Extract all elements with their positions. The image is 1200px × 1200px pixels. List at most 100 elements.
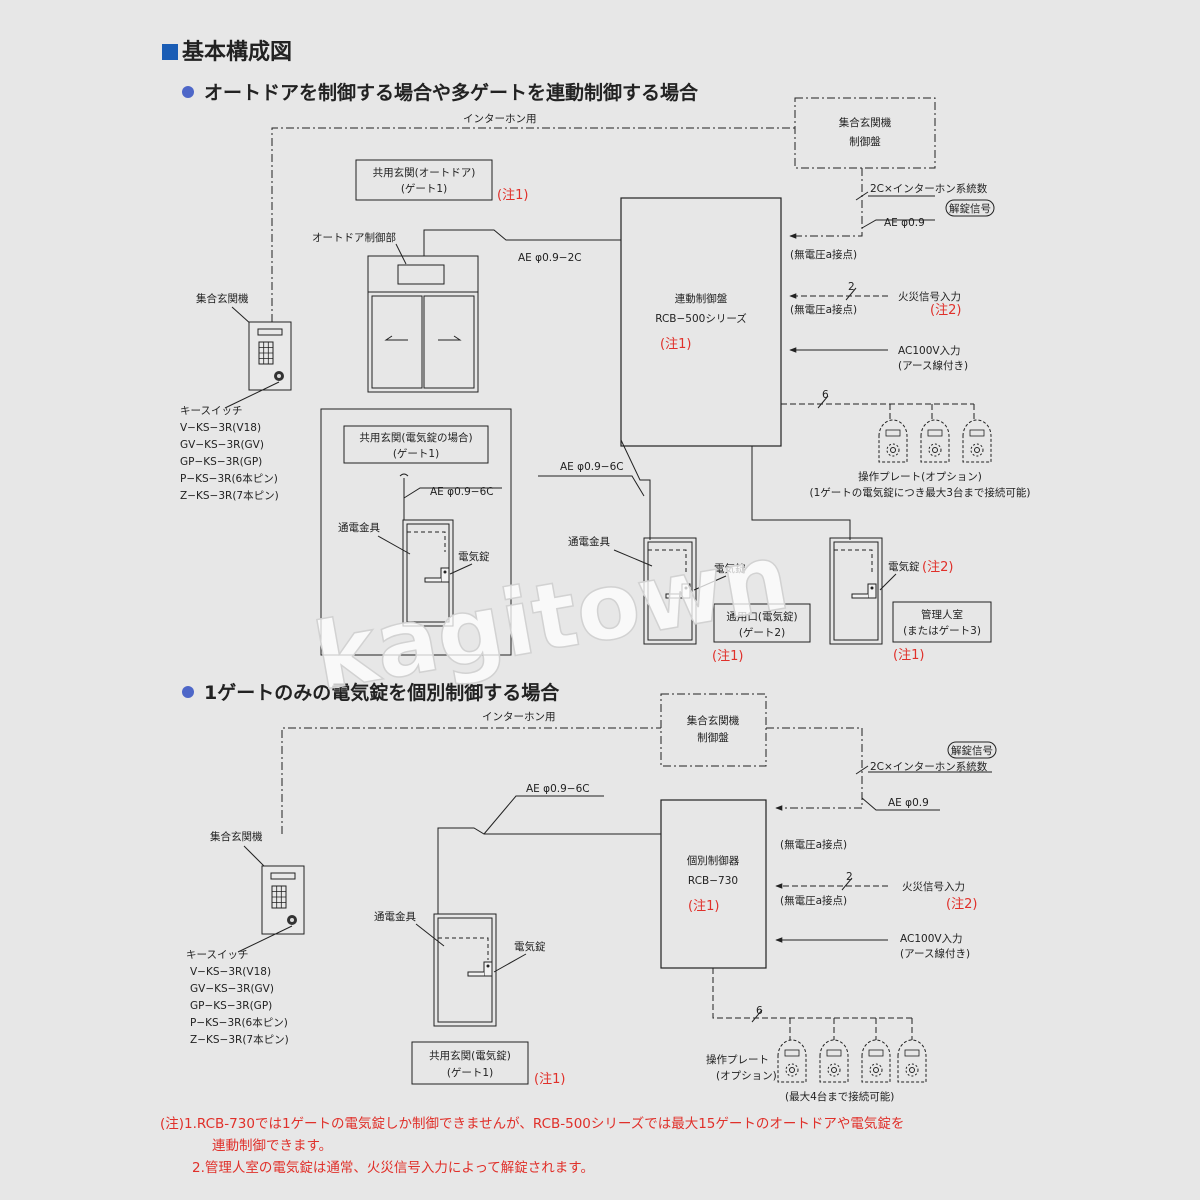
- op-plate-icon: [878, 419, 908, 463]
- ae09-label: AE φ0.9: [888, 797, 929, 809]
- strike-label: 通電金具: [338, 521, 380, 534]
- unlock-signal-badge: [947, 741, 997, 759]
- fire-note2: (注2): [930, 303, 961, 318]
- fire-note2: (注2): [946, 897, 977, 912]
- title-square-icon: [162, 44, 178, 60]
- key-switch-item: GP−KS−3R(GP): [180, 456, 262, 468]
- section1-title-text: オートドアを制御する場合や多ゲートを連動制御する場合: [204, 82, 699, 104]
- gate1-note: (注1): [534, 1072, 565, 1087]
- lock-note2: (注2): [922, 560, 953, 575]
- op-plate-option: (オプション): [716, 1070, 777, 1082]
- strike-label: 通電金具: [568, 535, 610, 548]
- ac-input-label: AC100V入力: [900, 932, 963, 945]
- op-plate-label: 操作プレート(オプション): [858, 470, 982, 483]
- key-switch-item: V−KS−3R(V18): [180, 422, 261, 434]
- intercom-line: [281, 727, 661, 834]
- auto-door-label: 共用玄関(オートドア): [373, 166, 476, 179]
- intercom-line-label: インターホン用: [482, 711, 556, 723]
- page-title: 基本構成図: [162, 34, 292, 66]
- building-control-panel: 集合玄関機 制御盤: [794, 97, 936, 169]
- e-lock-icon: [424, 567, 450, 583]
- op-wire-count: 6: [756, 1005, 763, 1017]
- gate2-cable: [620, 439, 651, 540]
- e-lock-label: 電気錠: [888, 560, 920, 573]
- intercom-unit-label: 集合玄関機: [196, 292, 249, 305]
- fire-input-label: 火災信号入力: [902, 880, 965, 893]
- auto-door-gate1: 共用玄関(オートドア) (ゲート1) (注1) オートドア制御部: [312, 159, 528, 393]
- dry-contact-label-1: (無電圧a接点): [790, 248, 857, 261]
- intercom-unit: [261, 865, 305, 935]
- panel-cable-label: 2C×インターホン系統数: [870, 182, 988, 195]
- ae09-label: AE φ0.9: [884, 217, 925, 229]
- dry-contact-label-2: (無電圧a接点): [790, 303, 857, 316]
- panel-to-controller-line: [766, 727, 863, 811]
- e-lock-label: 電気錠: [714, 562, 746, 575]
- intercom-unit: [248, 321, 292, 391]
- interlock-controller: 連動制御盤 RCB−500シリーズ (注1): [620, 197, 782, 447]
- op-plate-icon: [920, 419, 950, 463]
- dry-contact-label-2: (無電圧a接点): [780, 894, 847, 907]
- door-cable-label: AE φ0.9−6C: [526, 783, 590, 795]
- key-switch-title: キースイッチ: [180, 405, 242, 417]
- page-title-text: 基本構成図: [182, 40, 293, 65]
- key-switch-item: P−KS−3R(6本ピン): [180, 472, 278, 485]
- gate2-note: (注1): [712, 649, 743, 664]
- bullet-icon: [182, 686, 194, 698]
- key-switch-item: P−KS−3R(6本ピン): [190, 1016, 288, 1029]
- panel-cable-label: 2C×インターホン系統数: [870, 760, 988, 773]
- section1-diagram: インターホン用 集合玄関機 制御盤 2C×インターホン系統数 解錠信号 AE φ…: [180, 97, 1031, 664]
- panel-label-2: 制御盤: [697, 731, 729, 744]
- gate1-id: (ゲート1): [447, 1067, 493, 1079]
- intercom-unit-label: 集合玄関機: [210, 830, 263, 843]
- key-switch-item: Z−KS−3R(7本ピン): [180, 489, 279, 502]
- fire-wire-count: 2: [846, 871, 853, 883]
- key-switch-item: GV−KS−3R(GV): [180, 439, 264, 451]
- watermark: kagitown: [307, 523, 797, 711]
- panel-label-1: 集合玄関機: [839, 116, 892, 129]
- footnote-1-cont: 連動制御できます。: [212, 1138, 333, 1154]
- e-lock-label: 電気錠: [514, 940, 546, 953]
- section2-diagram: インターホン用 集合玄関機 制御盤 解錠信号 2C×インターホン系統数 AE φ…: [186, 693, 997, 1103]
- key-switch-item: V−KS−3R(V18): [190, 966, 271, 978]
- unlock-signal-label: 解錠信号: [951, 744, 993, 757]
- bullet-icon: [182, 86, 194, 98]
- e-lock-icon: [851, 583, 877, 599]
- key-switch-item: Z−KS−3R(7本ピン): [190, 1033, 289, 1046]
- gate3-cable: [751, 446, 851, 540]
- op-plate-icon: [897, 1039, 927, 1083]
- ac-input-label: AC100V入力: [898, 344, 961, 357]
- controller-note: (注1): [660, 337, 691, 352]
- auto-door-gate: (ゲート1): [401, 183, 447, 195]
- panel-to-controller-line: [789, 168, 863, 239]
- dry-contact-label-1: (無電圧a接点): [780, 838, 847, 851]
- fire-wire-count: 2: [848, 281, 855, 293]
- op-plate-icon: [962, 419, 992, 463]
- unlock-signal-badge: [945, 199, 995, 217]
- e-lock-gate1-alternative: 共用玄関(電気錠の場合) (ゲート1) AE φ0.9−6C 通電金具 電気錠: [320, 408, 512, 656]
- auto-door-controller-label: オートドア制御部: [312, 231, 396, 244]
- intercom-line: [271, 127, 795, 322]
- fire-input-label: 火災信号入力: [898, 290, 961, 303]
- gate2-cable-label: AE φ0.9−6C: [560, 461, 624, 473]
- section2-title: 1ゲートのみの電気錠を個別制御する場合: [182, 678, 559, 705]
- op-plate-label: 操作プレート: [706, 1053, 769, 1066]
- unlock-signal-label: 解錠信号: [949, 202, 991, 215]
- gate3-label: 管理人室: [921, 608, 963, 621]
- gate2-door: 通電金具 電気錠 通用口(電気錠) (ゲート2) (注1): [568, 535, 811, 664]
- footnotes: (注)1.RCB-730では1ゲートの電気錠しか制御できませんが、RCB-500…: [160, 1113, 1160, 1179]
- footnote-2: 2.管理人室の電気錠は通常、火災信号入力によって解錠されます。: [192, 1160, 594, 1176]
- key-switch-item: GP−KS−3R(GP): [190, 1000, 272, 1012]
- op-plate-limit: (最大4台まで接続可能): [785, 1090, 894, 1103]
- ac-ground-label: (アース線付き): [898, 359, 968, 372]
- intercom-line-label: インターホン用: [463, 113, 537, 125]
- gate3-door: 電気錠 (注2) 管理人室 (またはゲート3) (注1): [829, 537, 992, 663]
- gate1-door: 通電金具 電気錠 共用玄関(電気錠) (ゲート1) (注1): [374, 910, 565, 1087]
- gate2-id: (ゲート2): [739, 627, 785, 639]
- op-plate-icon: [777, 1039, 807, 1083]
- controller-label-1: 連動制御盤: [675, 292, 728, 305]
- key-switch-title: キースイッチ: [186, 949, 248, 961]
- section2-title-text: 1ゲートのみの電気錠を個別制御する場合: [204, 682, 560, 704]
- op-wire-count: 6: [822, 389, 829, 401]
- op-plate-limit: (1ゲートの電気錠につき最大3台まで接続可能): [809, 486, 1030, 499]
